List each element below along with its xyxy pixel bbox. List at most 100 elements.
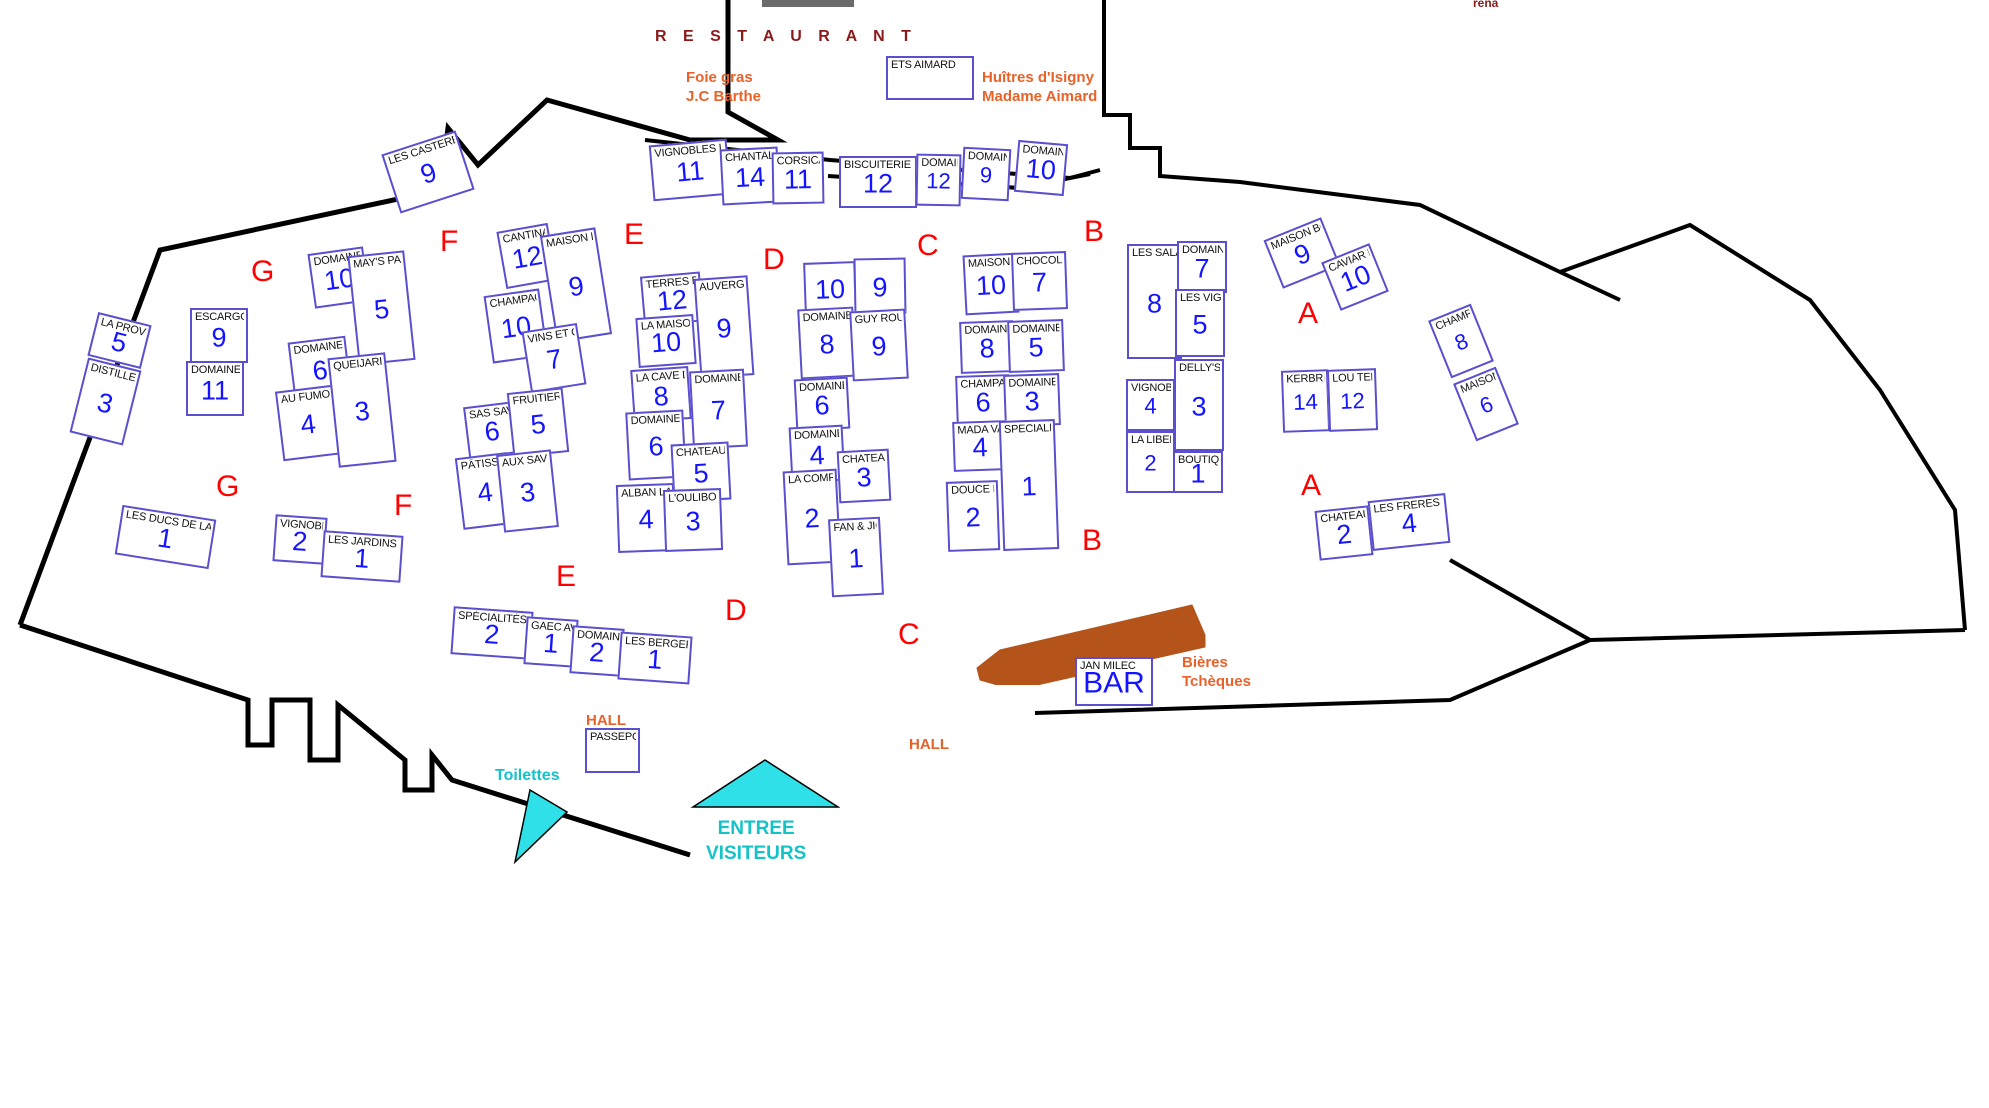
booth-les-ducs-de-la-vallee[interactable]: LES DUCS DE LA VALLÉE DE L'H1	[114, 504, 217, 570]
booth-fan-jice-pa[interactable]: FAN & JICÉ - PA1	[827, 516, 885, 598]
booth-exhibitor-name: GUY ROUX CHO	[854, 311, 902, 327]
booth-number: 1	[1021, 471, 1038, 502]
booth-domaine-stir[interactable]: DOMAINE STIR7	[1177, 241, 1227, 293]
booth-exhibitor-name: DOMAINE LES	[694, 371, 741, 387]
booth-number: 14	[734, 161, 766, 194]
booth-number: 1	[542, 627, 560, 659]
booth-exhibitor-name: DOUCE ITALIE	[950, 483, 994, 497]
booth-domaine-braj[interactable]: DOMAINE BRAJ5	[1007, 319, 1065, 373]
zone-letter-b: B	[1084, 215, 1105, 248]
booth-domaine-com[interactable]: DOMAINE COM6	[793, 376, 851, 432]
label-foie-gras: Foie gras J.C Barthe	[686, 69, 762, 105]
booth-exhibitor-name: DOMAINE SAIN	[802, 309, 850, 325]
booth-number: 10	[814, 273, 846, 305]
booth-vignobles-de[interactable]: VIGNOBLES DE4	[1126, 379, 1175, 431]
booth-domaine-du-g[interactable]: DOMAINE DU G2	[569, 625, 625, 677]
booth-biscuiterie-navarro[interactable]: BISCUITERIE NAVARRO12	[839, 156, 917, 208]
booth-passeport-go[interactable]: PASSEPORT G	[585, 728, 640, 773]
booth-ets-aimard[interactable]: ETS AIMARD	[886, 56, 974, 100]
booth-number: 12	[655, 284, 689, 317]
booth-domaine-tail[interactable]: DOMAINE TAIL10	[1013, 139, 1069, 197]
booth-les-vignerons[interactable]: LES VIGNERON5	[1175, 289, 1225, 357]
booth-domaine-des[interactable]: DOMAINE DES9	[960, 146, 1012, 202]
booth-number: 7	[544, 343, 564, 376]
booth-exhibitor-name: CHAMPAGNE P	[488, 291, 538, 311]
booth-number: 8	[818, 329, 836, 360]
booth-guy-roux-cho[interactable]: GUY ROUX CHO 9	[849, 308, 909, 382]
booth-distillerie-m[interactable]: DISTILLERIE M3	[69, 357, 142, 446]
booth-exhibitor-name: CHATEAU DE L	[675, 444, 726, 460]
booth-la-libellule[interactable]: LA LIBELLULE2	[1126, 431, 1175, 493]
booth-les-salaison[interactable]: LES SALAISON8	[1127, 244, 1182, 359]
booth-escargotiere[interactable]: ESCARGOTIERE9	[190, 308, 248, 363]
booth-exhibitor-name: AUX SAVEURS	[501, 452, 549, 470]
booth-queijaria-na[interactable]: QUEIJARIA NA3	[327, 352, 397, 468]
booth-specialiste-t[interactable]: SPECIALISTE T1	[998, 419, 1060, 551]
booth-chocolate-in[interactable]: CHOCOLATE IN7	[1011, 251, 1068, 311]
booth-exhibitor-name: DOMAINE LES	[630, 412, 680, 428]
booth-number: 1	[1190, 458, 1206, 489]
booth-vignobles-ro[interactable]: VIGNOBLES RO2	[272, 514, 328, 565]
booth-aux-saveurs[interactable]: AUX SAVEURS 3	[496, 449, 559, 533]
label-entree-visiteurs: ENTREE VISITEURS	[706, 818, 807, 864]
booth-les-bergers-pyrene[interactable]: LES BERGERS PYRÉNÉ1	[617, 631, 693, 685]
booth-exhibitor-name: ESCARGOTIERE	[195, 311, 244, 323]
booth-number: 6	[813, 390, 831, 421]
zone-letter-e: E	[556, 560, 577, 593]
booth-number: 5	[372, 293, 391, 326]
booth-champagne-v[interactable]: CHAMPAGNE V8	[1428, 303, 1494, 379]
booth-chateau-caj[interactable]: CHATEAU CAJ3	[836, 448, 892, 504]
booth-number: 6	[975, 387, 992, 418]
booth-number: 10	[650, 326, 683, 359]
zone-letter-c: C	[917, 229, 939, 262]
booth-number: 3	[855, 462, 873, 493]
booth-domaine-du-s[interactable]: DOMAINE DU S12	[915, 153, 962, 207]
booth-les-freres-de-la-cot[interactable]: LES FRERES DE LA COT4	[1367, 493, 1451, 551]
booth-number: 3	[518, 476, 537, 509]
booth-number: 4	[1144, 393, 1157, 419]
booth-exhibitor-name: DOMAINE REM	[191, 364, 240, 376]
label-huitres-isigny: Huîtres d'Isigny Madame Aimard	[982, 69, 1098, 105]
booth-auvergne-lim[interactable]: AUVERGNE LIM9	[693, 275, 755, 379]
booth-number: BAR	[1083, 665, 1145, 699]
booth-chateau-laro[interactable]: CHATEAU LARO2	[1314, 505, 1374, 561]
booth-exhibitor-name: LES VIGNERON	[1180, 292, 1221, 304]
booth-number: 9	[870, 331, 888, 362]
booth-exhibitor-name: PASSEPORT G	[590, 731, 636, 743]
booth-exhibitor-name: QUEIJARIA NA	[332, 355, 383, 373]
booth-boutique-du[interactable]: BOUTIQUE DU1	[1173, 451, 1223, 493]
label-hall-right: HALL	[909, 736, 949, 753]
booth-number: 9	[979, 162, 993, 188]
booth-les-jardins-de-morg[interactable]: LES JARDINS DE MORG1	[320, 530, 404, 583]
booth-maison-dufo[interactable]: MAISON DUFO6	[1453, 366, 1519, 442]
booth-number: 7	[1031, 267, 1048, 298]
booth-specialites-bretonn[interactable]: SPÉCIALITÉS BRETONN2	[450, 606, 534, 660]
booth-number: 3	[1191, 391, 1207, 422]
booth-exhibitor-name: JAN MILEC	[1080, 660, 1136, 672]
booth-domaine-sain[interactable]: DOMAINE SAIN 8	[797, 306, 857, 380]
booth-fruitiere-vini[interactable]: FRUITIERE VINI5	[506, 387, 570, 458]
booth-douce-italie[interactable]: DOUCE ITALIE 2	[945, 480, 1001, 552]
zone-letter-a: A	[1298, 297, 1319, 330]
booth-number: 2	[1335, 518, 1354, 551]
booth-d-booth-9-top[interactable]: 9	[853, 257, 907, 315]
booth-exhibitor-name: LA LIBELLULE	[1131, 434, 1171, 446]
booth-domaine-les-7[interactable]: DOMAINE LES7	[688, 368, 749, 450]
booth-number: 2	[965, 502, 982, 533]
bar-counter-shape	[976, 604, 1206, 685]
booth-number: 2	[291, 525, 309, 557]
booth-domaine-rem[interactable]: DOMAINE REM11	[186, 361, 244, 416]
label-hall-left: HALL	[586, 712, 626, 729]
